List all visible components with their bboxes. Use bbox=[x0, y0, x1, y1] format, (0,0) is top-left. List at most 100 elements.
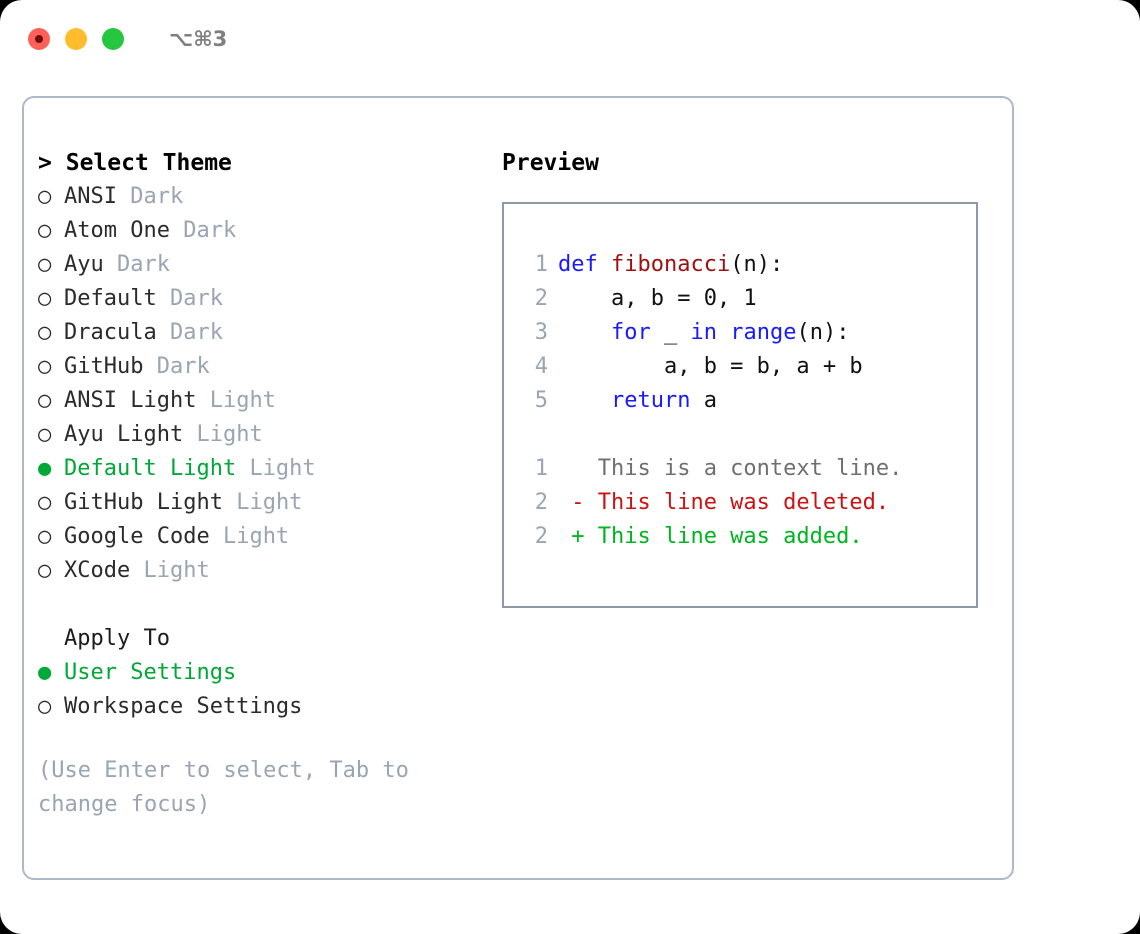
code-line: 3 for _ in range(n): bbox=[522, 316, 976, 350]
code-token: + This line was added. bbox=[558, 524, 863, 549]
spacer bbox=[522, 418, 976, 452]
code-token: return bbox=[610, 388, 691, 413]
radio-unselected-icon: ○ bbox=[38, 286, 52, 311]
theme-option[interactable]: ○ ANSI Dark bbox=[38, 180, 468, 214]
close-icon[interactable] bbox=[28, 28, 50, 50]
code-token bbox=[558, 388, 611, 413]
theme-option-label: Ayu Light bbox=[64, 422, 184, 447]
code-token: a bbox=[690, 388, 717, 413]
keyboard-shortcut-label: ⌥⌘3 bbox=[169, 26, 228, 51]
theme-list: ○ANSI Dark○Atom One Dark○Ayu Dark○Defaul… bbox=[38, 180, 468, 588]
diff-sample: 1 This is a context line.2 - This line w… bbox=[522, 452, 976, 554]
line-number: 3 bbox=[534, 320, 548, 345]
apply-to-option[interactable]: ● User Settings bbox=[38, 656, 468, 690]
theme-picker-column: > Select Theme ○ANSI Dark○Atom One Dark○… bbox=[38, 146, 468, 822]
keyboard-hint: (Use Enter to select, Tab to change focu… bbox=[38, 758, 423, 817]
code-token: (n): bbox=[796, 320, 850, 345]
code-token: in bbox=[690, 320, 717, 345]
select-theme-heading-label: Select Theme bbox=[65, 150, 232, 176]
theme-option-tag: Light bbox=[249, 456, 316, 481]
line-number: 5 bbox=[534, 388, 548, 413]
theme-option[interactable]: ○ Default Dark bbox=[38, 282, 468, 316]
theme-option-label: ANSI bbox=[64, 184, 117, 209]
theme-option-label: ANSI Light bbox=[64, 388, 197, 413]
code-token: def bbox=[558, 252, 611, 277]
line-number: 2 bbox=[534, 490, 548, 515]
line-number: 2 bbox=[534, 286, 548, 311]
apply-to-option[interactable]: ○Workspace Settings bbox=[38, 690, 468, 724]
theme-option-label: GitHub bbox=[64, 354, 144, 379]
theme-option[interactable]: ○ XCode Light bbox=[38, 554, 468, 588]
theme-option[interactable]: ○Ayu Dark bbox=[38, 248, 468, 282]
theme-option[interactable]: ○Ayu Light Light bbox=[38, 418, 468, 452]
theme-option-label: XCode bbox=[64, 558, 131, 583]
apply-to-title: Apply To bbox=[64, 626, 170, 651]
theme-option[interactable]: ○Google Code Light bbox=[38, 520, 468, 554]
theme-option-label: Default bbox=[64, 286, 157, 311]
code-line: 4 a, b = b, a + b bbox=[522, 350, 976, 384]
theme-option[interactable]: ● Default Light Light bbox=[38, 452, 468, 486]
diff-line: 2 - This line was deleted. bbox=[522, 486, 976, 520]
code-token: for bbox=[610, 320, 651, 345]
radio-unselected-icon: ○ bbox=[38, 252, 52, 277]
code-line: 1 def fibonacci(n): bbox=[522, 248, 976, 282]
apply-to-option-label: Workspace Settings bbox=[64, 694, 303, 719]
theme-option-tag: Dark bbox=[156, 354, 210, 379]
code-token bbox=[717, 320, 730, 345]
theme-option[interactable]: ○GitHub Dark bbox=[38, 350, 468, 384]
radio-selected-icon: ● bbox=[38, 456, 52, 481]
theme-option-tag: Light bbox=[143, 558, 210, 583]
radio-unselected-icon: ○ bbox=[38, 218, 52, 243]
theme-option-tag: Light bbox=[209, 388, 276, 413]
theme-option[interactable]: ○Atom One Dark bbox=[38, 214, 468, 248]
code-token: - This line was deleted. bbox=[558, 490, 890, 515]
window-controls bbox=[28, 28, 124, 50]
theme-option[interactable]: ○ Dracula Dark bbox=[38, 316, 468, 350]
line-number: 1 bbox=[534, 252, 548, 277]
prompt-caret-icon: > bbox=[38, 150, 52, 176]
radio-unselected-icon: ○ bbox=[38, 184, 52, 209]
apply-to-option-label: User Settings bbox=[64, 660, 237, 685]
select-theme-heading: > Select Theme bbox=[38, 146, 468, 180]
code-token: a, b = b, a + b bbox=[558, 354, 863, 379]
radio-unselected-icon: ○ bbox=[38, 490, 52, 515]
diff-line: 1 This is a context line. bbox=[522, 452, 976, 486]
line-number: 1 bbox=[534, 456, 548, 481]
code-token: fibonacci bbox=[610, 252, 731, 277]
radio-unselected-icon: ○ bbox=[38, 558, 52, 583]
code-token: (n): bbox=[730, 252, 784, 277]
theme-option-label: Default Light bbox=[64, 456, 237, 481]
radio-unselected-icon: ○ bbox=[38, 524, 52, 549]
preview-label: Preview bbox=[502, 150, 599, 176]
theme-option-tag: Light bbox=[196, 422, 263, 447]
code-token: This is a context line. bbox=[558, 456, 903, 481]
theme-option-label: Google Code bbox=[64, 524, 210, 549]
theme-option[interactable]: ○ ANSI Light Light bbox=[38, 384, 468, 418]
radio-selected-icon: ● bbox=[38, 660, 52, 685]
diff-line: 2 + This line was added. bbox=[522, 520, 976, 554]
apply-to-list: ● User Settings ○Workspace Settings bbox=[38, 656, 468, 724]
theme-option[interactable]: ○GitHub Light Light bbox=[38, 486, 468, 520]
line-number: 2 bbox=[534, 524, 548, 549]
panel-columns: > Select Theme ○ANSI Dark○Atom One Dark○… bbox=[24, 98, 1012, 878]
radio-unselected-icon: ○ bbox=[38, 388, 52, 413]
code-token: a, b = 0, 1 bbox=[558, 286, 757, 311]
code-token: _ bbox=[650, 320, 691, 345]
theme-option-tag: Dark bbox=[169, 286, 223, 311]
theme-option-tag: Dark bbox=[169, 320, 223, 345]
theme-option-tag: Dark bbox=[183, 218, 237, 243]
code-line: 5 return a bbox=[522, 384, 976, 418]
maximize-icon[interactable] bbox=[102, 28, 124, 50]
radio-unselected-icon: ○ bbox=[38, 320, 52, 345]
theme-option-label: Dracula bbox=[64, 320, 157, 345]
code-token: range bbox=[730, 320, 797, 345]
spacer bbox=[38, 588, 468, 622]
line-number: 4 bbox=[534, 354, 548, 379]
minimize-icon[interactable] bbox=[65, 28, 87, 50]
theme-option-tag: Dark bbox=[130, 184, 184, 209]
titlebar: ⌥⌘3 bbox=[0, 0, 1140, 78]
theme-option-label: GitHub Light bbox=[64, 490, 223, 515]
